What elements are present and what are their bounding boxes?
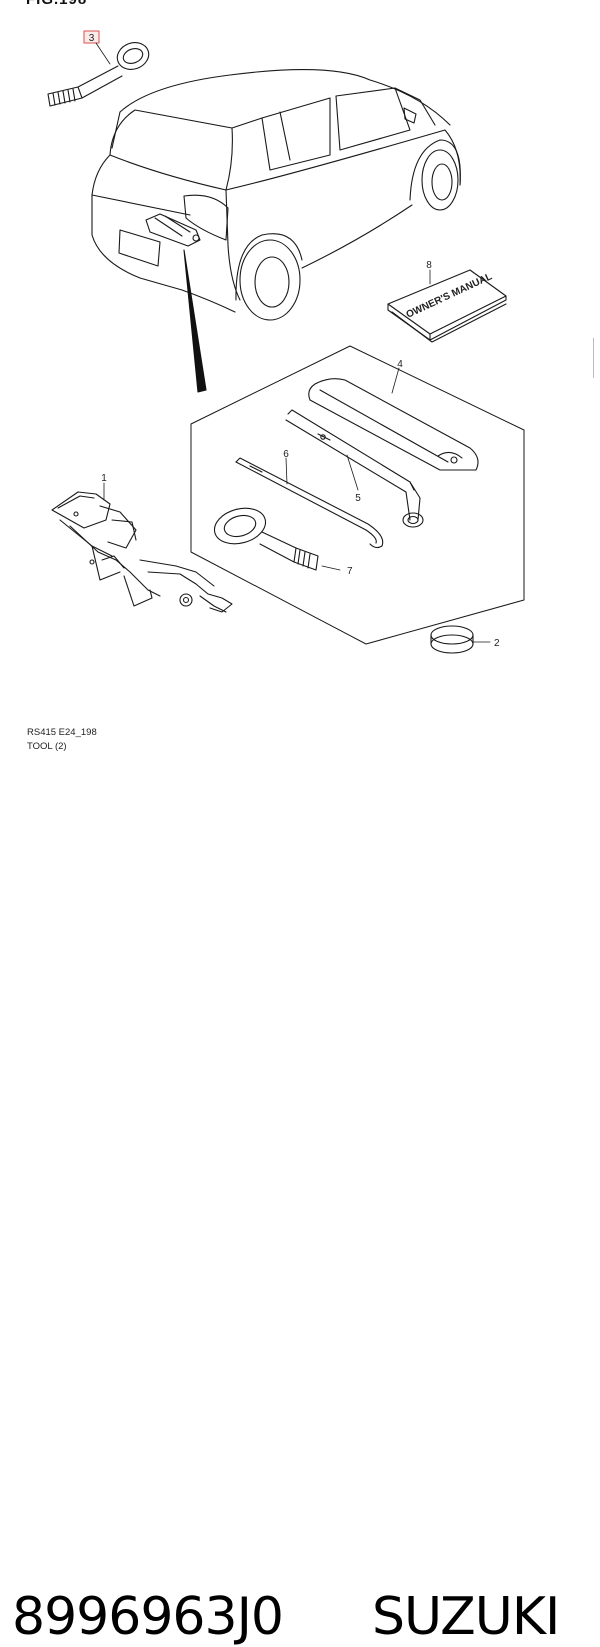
callout-2: 2 xyxy=(494,638,500,649)
callout-5: 5 xyxy=(355,493,361,504)
callout-8: 8 xyxy=(426,260,432,271)
tool-bag xyxy=(308,378,479,471)
callout-1: 1 xyxy=(101,473,107,484)
part-number: 8996963J0 xyxy=(12,1587,284,1647)
jack xyxy=(51,491,233,613)
tool-tray-outline xyxy=(190,345,525,645)
ring xyxy=(430,625,474,654)
owners-manual xyxy=(387,269,507,343)
brand-name: SUZUKI xyxy=(372,1587,560,1647)
car-outline xyxy=(91,68,461,321)
diagram-area: FIG.198 xyxy=(0,0,600,775)
jack-handle-bar xyxy=(235,457,384,549)
wheel-nut-wrench xyxy=(285,409,424,528)
towing-eye-bolt-tray xyxy=(213,507,319,571)
footer: 8996963J0 SUZUKI xyxy=(0,775,600,1647)
callout-3: 3 xyxy=(89,33,95,44)
section-title: TOOL (2) xyxy=(27,741,67,752)
reference-code: RS415 E24_198 xyxy=(27,727,97,738)
callout-6: 6 xyxy=(283,449,289,460)
parts-diagram: OWNER'S MANUAL 1 2 3 4 5 6 7 8 xyxy=(47,30,525,654)
towing-eye-bolt-top xyxy=(47,42,150,107)
callout-7: 7 xyxy=(347,566,353,577)
figure-title: FIG.198 xyxy=(26,0,87,8)
callout-4: 4 xyxy=(397,359,403,370)
edge-mark xyxy=(593,338,600,378)
